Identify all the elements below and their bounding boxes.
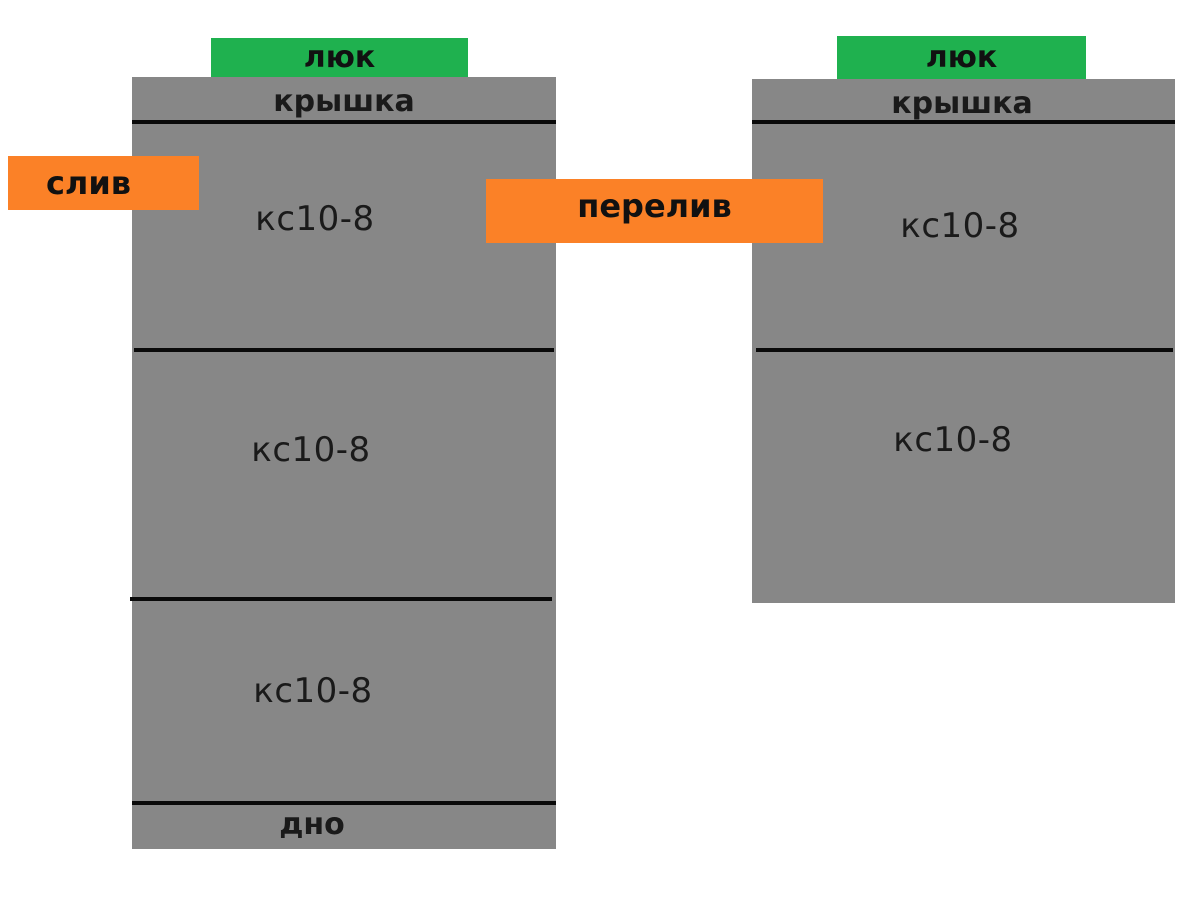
left-joint-2	[130, 597, 552, 601]
left-joint-lid	[132, 120, 556, 124]
left-joint-1	[134, 348, 554, 352]
right-hatch: люк	[837, 36, 1086, 79]
overflow-pipe: перелив	[486, 179, 823, 243]
left-well	[132, 77, 556, 849]
left-joint-bottom	[132, 801, 556, 805]
right-joint-lid	[752, 120, 1175, 124]
left-ring-1-label: кс10-8	[255, 199, 375, 239]
left-bottom-label: дно	[279, 806, 345, 842]
right-well	[752, 79, 1175, 603]
drain-pipe: слив	[8, 156, 199, 210]
right-ring-2-label: кс10-8	[893, 420, 1013, 460]
right-lid-label: крышка	[891, 85, 1033, 121]
right-ring-1-label: кс10-8	[900, 206, 1020, 246]
left-ring-2-label: кс10-8	[251, 430, 371, 470]
left-hatch: люк	[211, 38, 468, 77]
left-ring-3-label: кс10-8	[253, 671, 373, 711]
left-lid-label: крышка	[273, 83, 415, 119]
right-joint-1	[756, 348, 1173, 352]
